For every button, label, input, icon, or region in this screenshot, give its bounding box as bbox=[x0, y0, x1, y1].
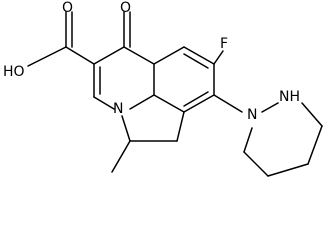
bond-c7-hydrazine-n bbox=[213, 94, 243, 113]
atom-label-group: HO O O F N N NH bbox=[3, 0, 300, 123]
bond-n1-c2-ring bbox=[121, 115, 131, 142]
ring-nitrogen-label: N bbox=[113, 101, 123, 117]
bond-c4a-c5 bbox=[153, 46, 185, 65]
chemical-structure-diagram: HO O O F N N NH bbox=[3, 0, 323, 177]
bond-carboxyl-ring bbox=[65, 46, 95, 65]
fluorine-label: F bbox=[220, 36, 228, 52]
bond-n1-c8a bbox=[129, 94, 155, 110]
hydrazine-nitrogen-2-label: N bbox=[279, 89, 289, 105]
bond-hydroxyl-carboxyl bbox=[27, 46, 67, 67]
bond-ring-c2-c3 bbox=[267, 163, 309, 177]
bond-c3-c4 bbox=[93, 46, 125, 65]
bond-c4-c4a bbox=[123, 46, 155, 65]
bond-c2-methyl bbox=[111, 140, 131, 173]
bond-c8-c8a bbox=[153, 94, 185, 113]
bond-ring-c3-c4 bbox=[243, 151, 269, 177]
bond-c5-c6-double bbox=[183, 53, 209, 69]
bond-ring-c4-n bbox=[243, 127, 253, 153]
bond-n-n bbox=[261, 102, 279, 113]
hydrazine-nitrogen-label: N bbox=[247, 107, 257, 123]
hydrazine-nh-label: NH bbox=[279, 89, 300, 105]
bond-c2-n1 bbox=[93, 96, 115, 110]
bond-nh-ring-c1 bbox=[301, 102, 323, 127]
bond-c7-c8-double bbox=[183, 91, 209, 107]
bond-c5-c6 bbox=[183, 46, 215, 65]
bond-c3-c8-ring bbox=[176, 111, 185, 142]
bond-c6-fluorine bbox=[213, 50, 224, 65]
bond-ring-c1-c2 bbox=[307, 125, 323, 165]
hydrazine-hydrogen-label: H bbox=[289, 89, 300, 105]
carboxyl-oxygen-label: O bbox=[62, 0, 73, 16]
keto-oxygen-label: O bbox=[120, 0, 131, 16]
bond-c7-c8 bbox=[183, 94, 215, 113]
bond-group bbox=[27, 11, 323, 177]
hydroxyl-label: HO bbox=[3, 64, 25, 80]
